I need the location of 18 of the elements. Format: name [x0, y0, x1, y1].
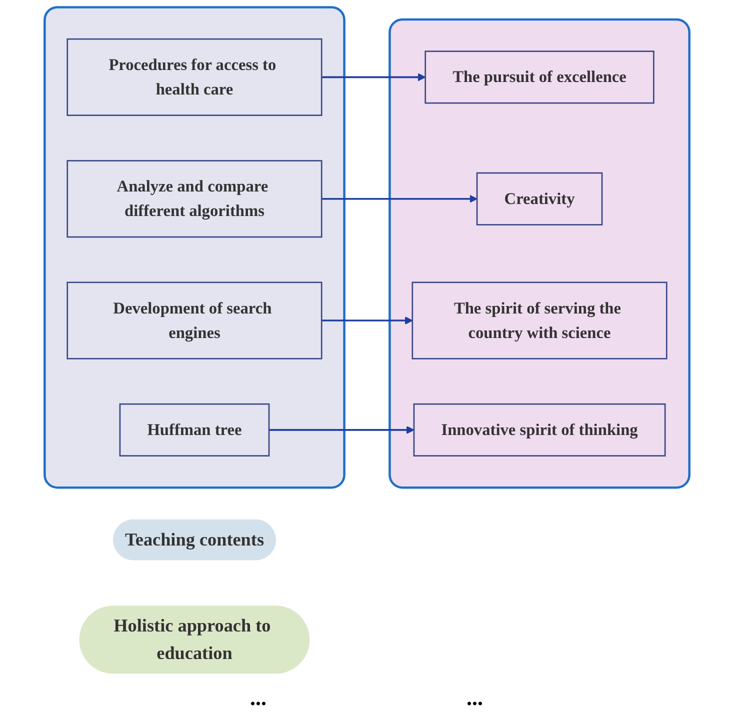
- node-box: Analyze and compare different algorithms: [66, 160, 322, 238]
- arrow: [321, 73, 426, 82]
- cluster: [43, 6, 345, 489]
- cluster: [388, 18, 690, 489]
- ellipsis-label: ...: [250, 685, 266, 711]
- arrow: [321, 194, 477, 203]
- node-box: Teaching contents: [112, 519, 276, 560]
- node-box: Holistic approach to education: [78, 606, 310, 674]
- node-box: Procedures for access to health care: [66, 38, 322, 116]
- node-box: Huffman tree: [118, 403, 270, 456]
- ellipsis-label: ...: [466, 685, 483, 711]
- node-box: Development of search engines: [66, 282, 322, 360]
- arrow: [268, 426, 414, 434]
- node-box: The pursuit of excellence: [424, 50, 654, 104]
- node-box: Innovative spirit of thinking: [412, 403, 666, 456]
- node-box: The spirit of serving the country with science: [411, 282, 667, 360]
- arrow: [321, 316, 412, 325]
- node-box: Creativity: [476, 172, 602, 226]
